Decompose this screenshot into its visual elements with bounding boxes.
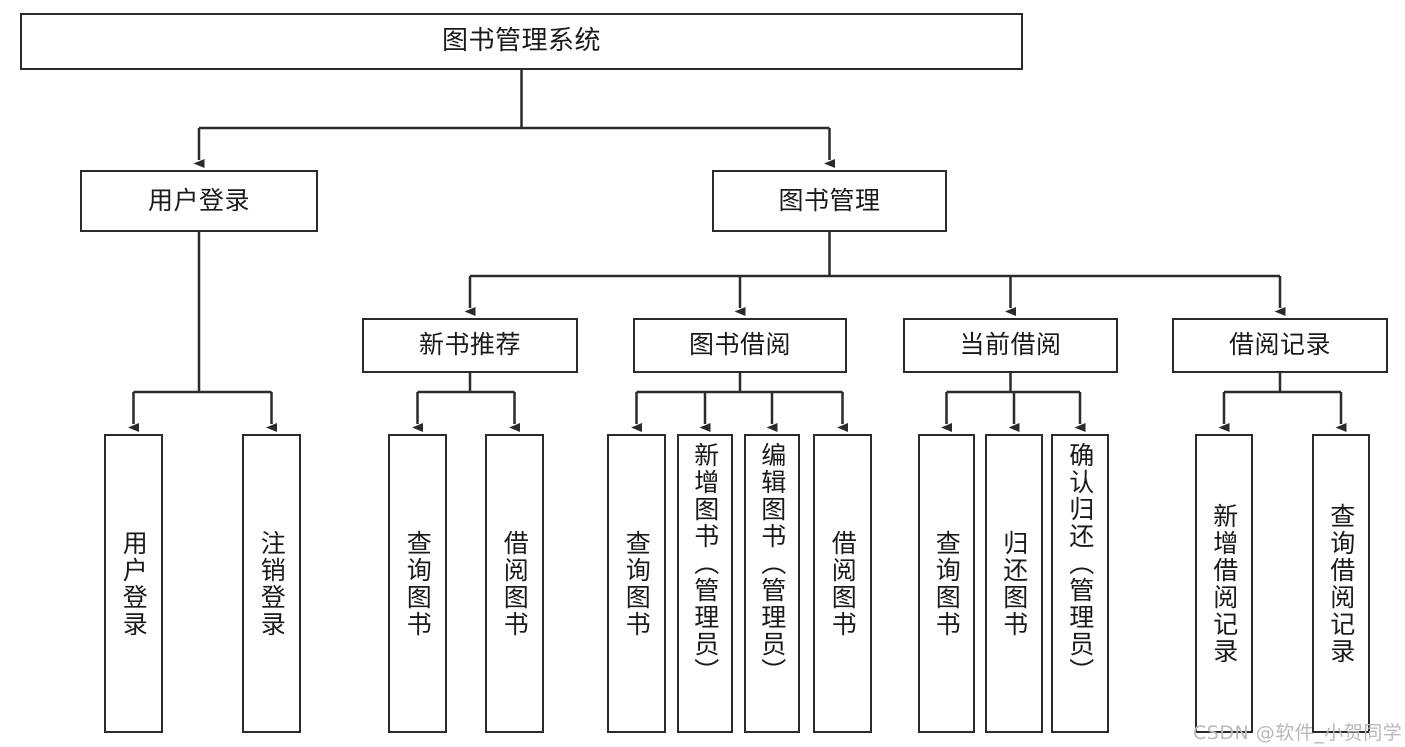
node-label: 当前借阅: [959, 330, 1062, 360]
csdn-watermark: CSDN @软件_小贺同学: [1193, 722, 1403, 744]
node-label: 借阅记录: [1228, 330, 1331, 360]
node-leaf-add-book-admin[interactable]: 新增图书（管理员）: [677, 434, 733, 733]
node-leaf-query-book-1[interactable]: 查询图书: [388, 434, 447, 733]
node-leaf-query-book-2[interactable]: 查询图书: [607, 434, 666, 733]
node-book-manage[interactable]: 图书管理: [712, 170, 947, 232]
node-user-login[interactable]: 用户登录: [80, 170, 318, 232]
node-label: 借阅图书: [500, 529, 530, 638]
node-leaf-query-record[interactable]: 查询借阅记录: [1312, 434, 1370, 733]
node-label: 查询图书: [932, 529, 962, 638]
node-label: 编辑图书（管理员）: [757, 442, 787, 685]
node-root[interactable]: 图书管理系统: [20, 13, 1023, 70]
node-label: 新增图书（管理员）: [690, 442, 720, 685]
node-label: 用户登录: [119, 529, 149, 638]
node-label: 新书推荐: [418, 330, 521, 360]
node-leaf-confirm-return[interactable]: 确认归还（管理员）: [1051, 434, 1109, 733]
node-current-borrow[interactable]: 当前借阅: [903, 318, 1118, 373]
node-leaf-query-book-3[interactable]: 查询图书: [918, 434, 975, 733]
node-leaf-return-book[interactable]: 归还图书: [985, 434, 1043, 733]
node-leaf-user-login[interactable]: 用户登录: [104, 434, 163, 733]
node-label: 图书管理系统: [441, 25, 601, 56]
node-label: 查询图书: [403, 529, 433, 638]
node-label: 查询图书: [622, 529, 652, 638]
node-leaf-add-record[interactable]: 新增借阅记录: [1195, 434, 1253, 733]
node-leaf-user-logout[interactable]: 注销登录: [242, 434, 301, 733]
node-new-book-rec[interactable]: 新书推荐: [362, 318, 578, 373]
node-label: 图书借阅: [688, 330, 791, 360]
node-label: 借阅图书: [828, 529, 858, 638]
node-label: 归还图书: [999, 529, 1029, 638]
node-book-borrow[interactable]: 图书借阅: [633, 318, 847, 373]
node-label: 注销登录: [257, 529, 287, 638]
node-label: 用户登录: [147, 185, 250, 215]
node-leaf-borrow-book-1[interactable]: 借阅图书: [485, 434, 544, 733]
node-leaf-edit-book-admin[interactable]: 编辑图书（管理员）: [744, 434, 800, 733]
node-borrow-record[interactable]: 借阅记录: [1172, 318, 1388, 373]
node-label: 确认归还（管理员）: [1065, 442, 1095, 685]
node-label: 新增借阅记录: [1209, 502, 1239, 665]
node-label: 查询借阅记录: [1326, 502, 1356, 665]
node-leaf-borrow-book-2[interactable]: 借阅图书: [813, 434, 872, 733]
node-label: 图书管理: [778, 185, 881, 215]
